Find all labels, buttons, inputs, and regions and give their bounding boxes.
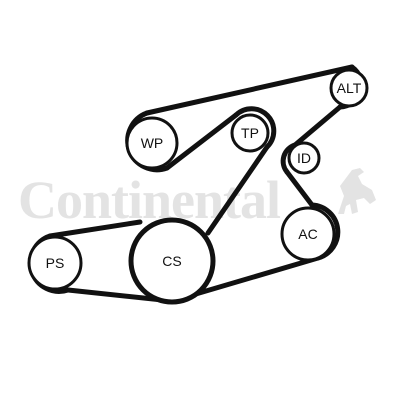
belt-segment-alt-wp <box>144 64 355 116</box>
pulley-label-alt: ALT <box>337 80 362 96</box>
pulley-ac: AC <box>280 206 336 262</box>
belt-segment-ac-id <box>284 169 315 208</box>
continental-watermark: Continental <box>18 168 376 230</box>
pulley-wp: WP <box>125 116 179 170</box>
pulley-label-ps: PS <box>46 255 65 271</box>
pulley-label-tp: TP <box>241 125 259 141</box>
belt-segment-id-alt <box>292 104 343 148</box>
belt-segment-tp-cs <box>205 144 270 236</box>
watermark-brand-text: Continental <box>18 170 281 230</box>
belt-wrap-tp <box>233 106 277 150</box>
rearing-horse-logo <box>338 168 376 214</box>
belt-wrap-id <box>280 142 298 175</box>
pulley-label-wp: WP <box>141 135 164 151</box>
pulley-label-cs: CS <box>162 253 181 269</box>
pulley-tp: TP <box>230 113 270 153</box>
pulley-ps: PS <box>27 235 83 291</box>
pulley-label-ac: AC <box>298 226 317 242</box>
pulleys: ALT WP TP ID AC PS CS <box>27 68 369 305</box>
pulley-label-id: ID <box>297 150 311 166</box>
belt-segment-cs-ps-upper <box>47 219 143 239</box>
pulley-cs: CS <box>128 217 216 305</box>
pulley-id: ID <box>287 141 321 175</box>
belt-segment-wp-tp <box>164 112 239 171</box>
pulley-alt: ALT <box>329 68 369 108</box>
